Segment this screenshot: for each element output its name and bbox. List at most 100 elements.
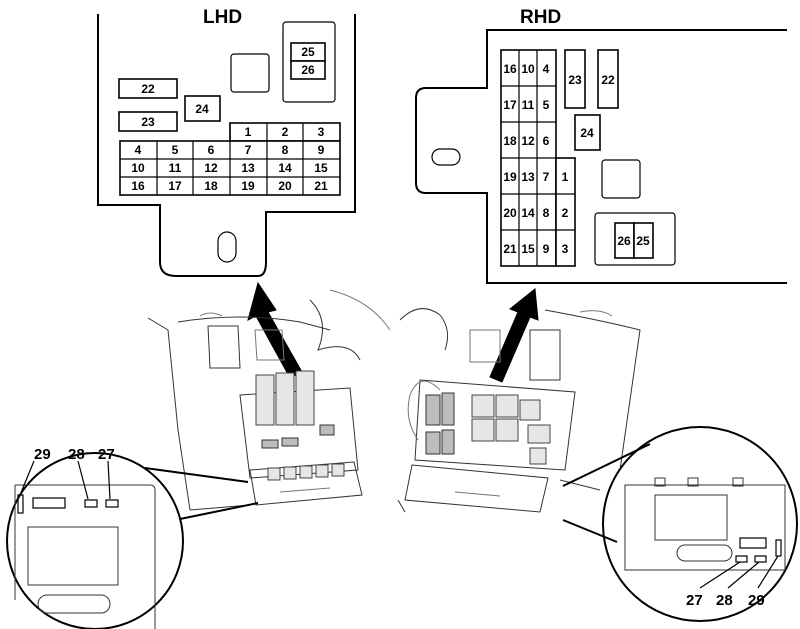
fuse-number-2: 2 — [562, 206, 569, 220]
lhd-dashboard-sketch — [147, 289, 391, 511]
left-connector-28 — [84, 499, 98, 508]
fuse-number-6: 6 — [543, 134, 550, 148]
right-callout-28: 28 — [716, 592, 733, 609]
left-callout-line-upper — [144, 467, 249, 483]
lhd-fuse-22: 22 — [118, 78, 178, 99]
fuse-number-20: 20 — [278, 179, 292, 193]
right-detail-panel — [654, 494, 728, 541]
fuse-number-10: 10 — [131, 161, 145, 175]
fuse-number-7: 7 — [245, 143, 252, 157]
fuse-number-14: 14 — [521, 206, 535, 220]
left-detail-panel — [27, 526, 119, 586]
right-detail-magnifier: 27 28 29 — [562, 426, 798, 622]
fuse-number-4: 4 — [135, 143, 142, 157]
fuse-number-4: 4 — [543, 62, 550, 76]
fuse-number-13: 13 — [241, 161, 255, 175]
fuse-number-6: 6 — [208, 143, 215, 157]
lhd-fuse-23: 23 — [118, 111, 178, 132]
rhd-fuse-panel: RHD 23 22 24 26 25 — [415, 7, 787, 383]
fuse-number-15: 15 — [314, 161, 328, 175]
svg-text:22: 22 — [601, 73, 615, 87]
fuse-number-3: 3 — [318, 125, 325, 139]
fuse-number-9: 9 — [318, 143, 325, 157]
fuse-number-16: 16 — [131, 179, 145, 193]
fuse-number-7: 7 — [543, 170, 550, 184]
fuse-number-8: 8 — [543, 206, 550, 220]
right-detail-module — [624, 484, 786, 571]
svg-text:25: 25 — [636, 234, 650, 248]
right-callout-29: 29 — [748, 592, 765, 609]
fuse-number-13: 13 — [521, 170, 535, 184]
lhd-panel-outline — [97, 14, 356, 277]
fuse-number-5: 5 — [543, 98, 550, 112]
fuse-number-5: 5 — [172, 143, 179, 157]
right-detail-slot — [676, 544, 733, 562]
fuse-number-9: 9 — [543, 242, 550, 256]
rhd-fuse-23: 23 — [564, 49, 586, 109]
lhd-fuse-panel: LHD 22 23 24 25 26 — [97, 7, 356, 379]
left-detail-module — [15, 484, 156, 629]
rhd-fuse-25: 25 — [633, 222, 654, 259]
lhd-relay-housing — [282, 21, 336, 103]
fuse-number-21: 21 — [503, 242, 517, 256]
right-connector-29 — [775, 539, 782, 557]
left-callout-line-lower — [179, 502, 259, 520]
rhd-fuse-26: 26 — [614, 222, 635, 259]
right-connector-block — [739, 537, 767, 549]
fuse-number-20: 20 — [503, 206, 517, 220]
svg-text:23: 23 — [568, 73, 582, 87]
svg-text:22: 22 — [141, 82, 155, 96]
fuse-number-12: 12 — [521, 134, 535, 148]
left-detail-slot — [37, 594, 111, 614]
fuse-number-11: 11 — [522, 98, 535, 112]
fuse-number-15: 15 — [521, 242, 535, 256]
left-connector-block — [32, 497, 66, 509]
left-connector-27 — [105, 499, 119, 508]
fuse-number-18: 18 — [503, 134, 517, 148]
rhd-dashboard-sketch — [397, 308, 641, 513]
right-detail-circle — [602, 426, 798, 622]
svg-text:25: 25 — [301, 45, 315, 59]
svg-text:26: 26 — [617, 234, 631, 248]
fuse-number-11: 11 — [169, 161, 182, 175]
svg-text:24: 24 — [195, 102, 209, 116]
fuse-number-12: 12 — [204, 161, 218, 175]
rhd-slot-outline — [601, 159, 641, 199]
fuse-number-18: 18 — [204, 179, 218, 193]
right-callout-27: 27 — [686, 592, 703, 609]
right-callout-line-lower — [562, 519, 618, 543]
svg-text:24: 24 — [580, 126, 594, 140]
fuse-number-17: 17 — [503, 98, 517, 112]
fuse-number-3: 3 — [562, 242, 569, 256]
left-detail-circle — [6, 452, 184, 629]
svg-text:26: 26 — [301, 63, 315, 77]
lhd-fuse-24: 24 — [184, 95, 221, 122]
fuse-number-14: 14 — [278, 161, 292, 175]
fuse-number-19: 19 — [503, 170, 517, 184]
rhd-fuse-24: 24 — [574, 114, 601, 151]
svg-text:23: 23 — [141, 115, 155, 129]
rhd-panel-outline — [415, 29, 787, 284]
rhd-title: RHD — [520, 7, 561, 28]
rhd-fuse-22: 22 — [597, 49, 619, 109]
fuse-number-1: 1 — [245, 125, 252, 139]
right-connector-28 — [754, 555, 767, 563]
fuse-number-10: 10 — [521, 62, 535, 76]
fuse-number-17: 17 — [168, 179, 182, 193]
lhd-title: LHD — [203, 7, 242, 28]
rhd-pointer-arrow — [489, 288, 539, 383]
rhd-relay-housing — [594, 212, 676, 266]
right-callout-line-upper — [562, 443, 651, 487]
lhd-slot-outline — [230, 53, 270, 93]
rhd-mount-hole — [431, 148, 461, 166]
lhd-mount-hole — [217, 231, 237, 263]
fuse-number-16: 16 — [503, 62, 517, 76]
left-callout-29: 29 — [34, 446, 51, 463]
lhd-fuse-26: 26 — [290, 60, 326, 80]
fuse-number-8: 8 — [282, 143, 289, 157]
fuse-number-21: 21 — [314, 179, 328, 193]
lhd-fuse-25: 25 — [290, 42, 326, 62]
fuse-number-19: 19 — [241, 179, 255, 193]
